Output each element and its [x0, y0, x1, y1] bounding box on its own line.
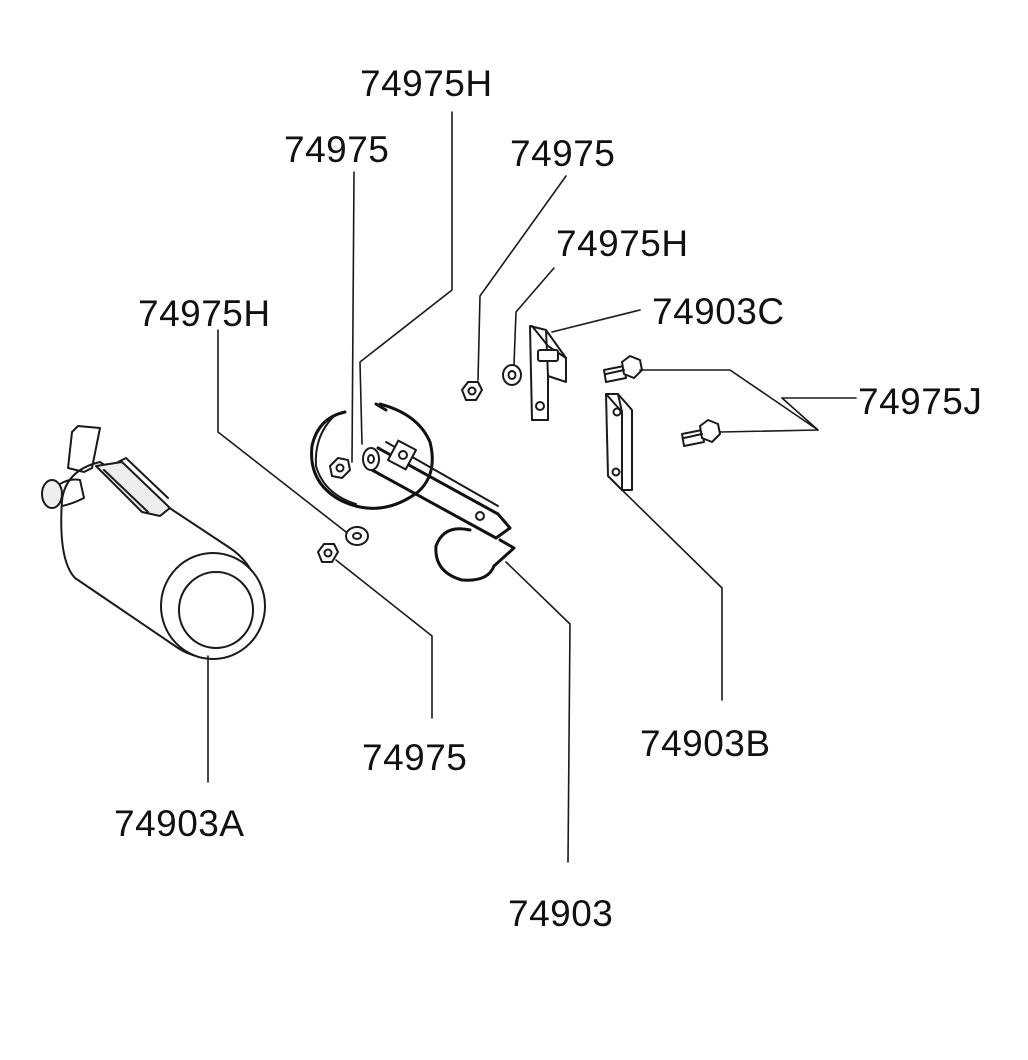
label-74975-bottom: 74975: [362, 737, 467, 778]
clamp-nut: [329, 457, 351, 479]
label-74975h-right: 74975H: [556, 223, 689, 264]
upper-washer: [502, 364, 522, 386]
label-74903b: 74903B: [640, 723, 771, 764]
bracket-c-stud: [537, 349, 559, 362]
cylinder-end-outer: [160, 552, 266, 660]
clamp-strap: [310, 402, 516, 582]
leader-lines: [207, 111, 857, 863]
label-74975j: 74975J: [858, 381, 982, 422]
upper-nut: [461, 381, 483, 401]
strap-slot: [387, 439, 417, 471]
loose-nut: [317, 543, 339, 563]
bolt-upper: [603, 355, 643, 383]
clamp-washer: [362, 447, 380, 471]
label-74903: 74903: [508, 893, 613, 934]
strap-hole: [475, 511, 485, 521]
flat-bar-b: [605, 393, 633, 491]
label-74975h-left: 74975H: [138, 293, 271, 334]
label-74975h-top: 74975H: [360, 63, 493, 104]
bracket-c: [529, 325, 567, 421]
bolt-lower: [681, 419, 721, 447]
cylinder-end-inner: [178, 571, 254, 649]
loose-washer: [345, 526, 369, 546]
extinguisher-cylinder: [41, 425, 266, 660]
label-74903c: 74903C: [652, 291, 785, 332]
label-74903a: 74903A: [114, 803, 245, 844]
pressure-gauge: [41, 479, 63, 509]
label-74975-right: 74975: [510, 133, 615, 174]
label-74975-left: 74975: [284, 129, 389, 170]
